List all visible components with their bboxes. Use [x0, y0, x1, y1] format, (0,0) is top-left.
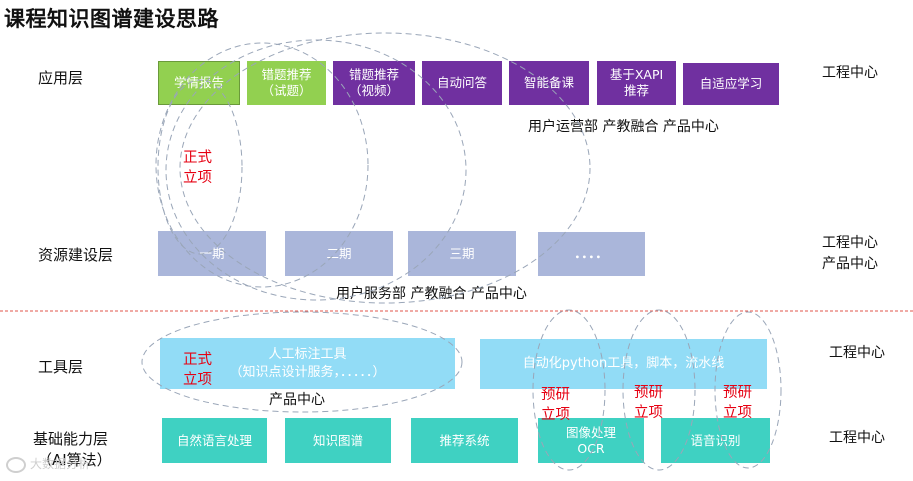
research-label-middle: 预研 立项	[634, 383, 663, 423]
layer-label-tool: 工具层	[38, 358, 84, 376]
research-label-speech: 预研 立项	[723, 383, 752, 423]
app-box-label-line1: 错题推荐	[261, 67, 312, 82]
base-box-label: 推荐系统	[439, 432, 490, 448]
resource-box-phase1: 一期	[158, 231, 266, 276]
tool-box-automation: 自动化python工具，脚本，流水线	[480, 339, 767, 389]
app-box-auto-qa: 自动问答	[422, 61, 502, 105]
right-header-resource: 工程中心 产品中心	[822, 233, 878, 275]
right-header-line: 工程中心	[822, 65, 878, 81]
base-box-nlp: 自然语言处理	[162, 418, 267, 463]
right-header-tool: 工程中心	[829, 343, 885, 364]
app-box-wrong-question-video: 错题推荐 （视频）	[333, 61, 415, 105]
resource-box-phase2: 二期	[285, 231, 393, 276]
base-box-label: 语音识别	[690, 432, 741, 448]
base-box-label-line2: OCR	[577, 440, 605, 456]
right-header-line: 产品中心	[822, 256, 878, 272]
app-box-label-line1: 自动问答	[436, 75, 487, 90]
tool-project-label: 正式 立项	[183, 350, 212, 390]
red-label-line1: 预研	[634, 385, 663, 401]
app-departments-note: 用户运营部 产教融合 产品中心	[528, 119, 719, 135]
layer-label-base-line2: （AI算法）	[37, 451, 112, 469]
research-label-ocr: 预研 立项	[541, 385, 570, 425]
base-box-label-line1: 图像处理	[565, 424, 616, 440]
page-title: 课程知识图谱建设思路	[4, 7, 219, 31]
app-box-adaptive-learning: 自适应学习	[683, 63, 779, 105]
watermark: 大数据分析	[6, 455, 90, 473]
app-box-label-line2: （视频）	[348, 83, 399, 98]
app-box-wrong-question-exercise: 错题推荐 （试题）	[247, 61, 326, 105]
layer-label-base: 基础能力层 （AI算法）	[33, 428, 112, 470]
resource-box-more: ．．．．	[538, 232, 645, 276]
resource-box-label: 三期	[449, 245, 475, 261]
layer-label-resource: 资源建设层	[38, 246, 114, 264]
red-label-line2: 立项	[634, 405, 663, 421]
app-box-label-line2: （试题）	[261, 83, 312, 98]
base-box-label: 自然语言处理	[176, 432, 252, 448]
base-box-knowledge-graph: 知识图谱	[285, 418, 391, 463]
app-box-label-line2: 推荐	[623, 83, 649, 98]
watermark-text: 大数据分析	[30, 457, 91, 471]
base-box-recommender: 推荐系统	[411, 418, 518, 463]
red-label-line2: 立项	[541, 407, 570, 423]
resource-box-phase3: 三期	[408, 231, 516, 276]
tool-department-note: 产品中心	[269, 392, 325, 408]
tool-box-label-line2: （知识点设计服务，．．．．．）	[229, 364, 386, 380]
resource-departments-note: 用户服务部 产教融合 产品中心	[336, 286, 527, 302]
app-box-learning-report-label: 学情报告	[173, 75, 224, 90]
app-box-label-line1: 智能备课	[523, 75, 574, 90]
layer-label-application: 应用层	[38, 69, 84, 87]
red-label-line1: 正式	[183, 352, 212, 368]
base-box-speech: 语音识别	[661, 418, 770, 463]
app-box-smart-lesson-prep: 智能备课	[509, 61, 589, 105]
resource-box-label: 二期	[326, 245, 352, 261]
red-label-line1: 预研	[541, 387, 570, 403]
red-label-line2: 立项	[723, 405, 752, 421]
base-box-label: 知识图谱	[312, 432, 363, 448]
right-header-line: 工程中心	[822, 235, 878, 251]
app-box-label-line1: 基于XAPI	[609, 67, 664, 82]
tool-box-label-line1: 人工标注工具	[268, 346, 347, 362]
watermark-logo-icon	[6, 456, 26, 473]
app-box-label-line1: 自适应学习	[699, 76, 763, 91]
app-box-label-line1: 错题推荐	[348, 67, 399, 82]
red-label-line1: 预研	[723, 385, 752, 401]
red-label-line2: 立项	[183, 372, 212, 388]
resource-box-label: ．．．．	[574, 246, 609, 262]
right-header-line: 工程中心	[829, 345, 885, 361]
app-box-learning-report: 学情报告	[158, 61, 240, 105]
tool-box-label-line1: 自动化python工具，脚本，流水线	[522, 356, 725, 371]
layer-label-base-line1: 基础能力层	[33, 430, 109, 448]
app-project-label: 正式 立项	[183, 148, 212, 188]
red-label-line1: 正式	[183, 150, 212, 166]
red-label-line2: 立项	[183, 170, 212, 186]
right-header-application: 工程中心	[822, 63, 878, 84]
app-box-xapi-recommend: 基于XAPI 推荐	[597, 61, 676, 105]
right-header-line: 工程中心	[829, 430, 885, 446]
right-header-base: 工程中心	[829, 428, 885, 449]
resource-box-label: 一期	[199, 245, 225, 261]
